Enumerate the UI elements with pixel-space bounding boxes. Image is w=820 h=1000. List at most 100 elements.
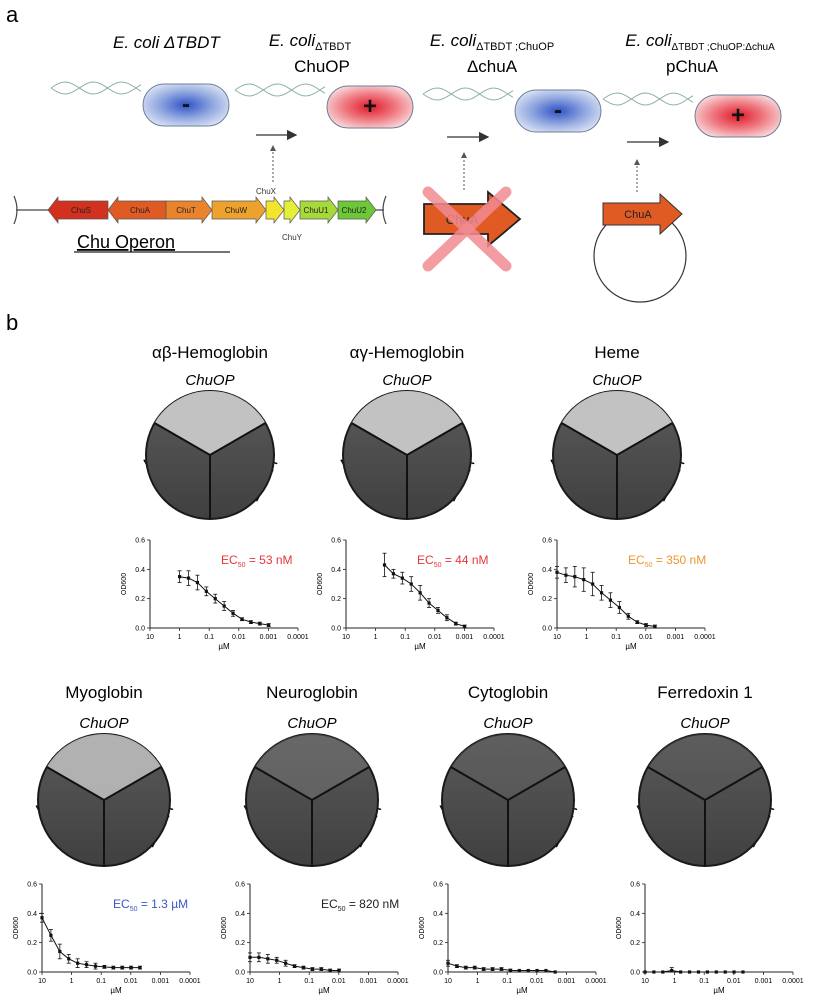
data-point — [652, 970, 656, 974]
x-axis-label: µM — [713, 986, 725, 995]
strain-4-sub: ΔTBDT ;ChuOP:ΔchuA — [672, 42, 776, 53]
strain-1-name: E. coli ΔTBDT — [113, 33, 221, 52]
data-point — [526, 968, 530, 973]
x-tick-label: 10 — [38, 978, 46, 985]
data-point — [49, 933, 53, 937]
data-point — [249, 620, 253, 624]
data-point — [258, 622, 262, 626]
assay-title: Myoglobin — [65, 683, 143, 702]
x-axis-label: µM — [516, 986, 528, 995]
data-point — [723, 970, 727, 974]
bacterium-2: + — [234, 83, 414, 129]
data-point — [418, 591, 422, 595]
y-tick-label: 0.0 — [235, 970, 245, 977]
data-point — [195, 580, 200, 585]
data-point — [696, 970, 701, 974]
data-point — [499, 967, 504, 971]
gene-chuu1-arrow-icon — [299, 195, 339, 225]
y-tick-label: 0.0 — [630, 970, 640, 977]
bacterium-sign: + — [731, 102, 745, 129]
plate-label-top: ChuOP — [680, 715, 729, 732]
y-axis-label: OD600 — [221, 917, 228, 939]
gene-label: ChuU1 — [304, 206, 329, 215]
panel-b-7: Ferredoxin 1ChuOPΔTBDTΔchuA0.00.20.40.61… — [616, 683, 804, 995]
data-point — [445, 616, 449, 620]
data-point — [741, 970, 745, 974]
y-tick-label: 0.4 — [542, 567, 552, 574]
ec50-label: EC — [628, 553, 645, 567]
y-tick-label: 0.0 — [331, 626, 341, 633]
x-tick-label: 10 — [641, 978, 649, 985]
x-tick-label: 0.01 — [639, 634, 653, 641]
plate-divider — [647, 766, 706, 801]
x-tick-label: 0.0001 — [782, 978, 804, 985]
strain-title-3: E. coliΔTBDT ;ChuOP ΔchuA — [430, 31, 554, 76]
ec50-sub: 50 — [434, 562, 442, 569]
x-tick-label: 0.1 — [502, 978, 512, 985]
data-point — [714, 970, 718, 974]
y-tick-label: 0.2 — [135, 596, 145, 603]
x-tick-label: 0.01 — [727, 978, 741, 985]
fit-curve — [41, 917, 140, 969]
bacterium-3: - — [422, 87, 602, 133]
gene-chuu2-arrow-icon — [337, 195, 377, 225]
data-point — [248, 955, 252, 959]
data-point — [573, 575, 577, 579]
data-point — [111, 966, 115, 970]
x-tick-label: 0.1 — [96, 978, 106, 985]
data-point — [93, 964, 98, 968]
data-point — [635, 620, 639, 624]
plate-divider — [704, 766, 763, 801]
x-tick-label: 0.0001 — [179, 978, 201, 985]
flagellum-icon — [50, 81, 142, 95]
gene-label: ChuU2 — [342, 206, 367, 215]
plasmid-gene-arrow-icon — [602, 192, 683, 236]
y-tick-label: 0.4 — [433, 911, 443, 918]
ec50-annotation: EC50 = 44 nM — [417, 553, 489, 569]
data-point — [482, 967, 486, 971]
plate-divider — [561, 422, 618, 456]
bacterial-growth-sector — [351, 391, 463, 456]
x-tick-label: 0.1 — [304, 978, 314, 985]
svg-text:E. coliΔTBDT: E. coliΔTBDT — [269, 31, 352, 53]
y-axis-label: OD600 — [528, 573, 535, 595]
ec50-sub: 50 — [238, 562, 246, 569]
plate-divider — [406, 422, 463, 456]
data-point — [292, 964, 297, 968]
ec50-label: EC — [321, 897, 338, 911]
ec50-annotation: EC50 = 53 nM — [221, 553, 292, 569]
x-tick-label: 10 — [553, 634, 561, 641]
data-point — [564, 573, 568, 577]
data-point — [120, 966, 124, 970]
y-axis-label: OD600 — [121, 573, 128, 595]
data-point — [661, 970, 665, 974]
data-point — [617, 605, 621, 610]
deleted-chua: ChuA — [422, 186, 522, 272]
y-tick-label: 0.4 — [135, 567, 145, 574]
strain-title-4: E. coliΔTBDT ;ChuOP:ΔchuA pChuA — [625, 31, 775, 76]
data-point — [427, 601, 431, 605]
data-point — [446, 961, 450, 965]
bacterial-growth-sector — [647, 734, 763, 801]
flagellum-icon — [602, 92, 694, 106]
panel-b-5: NeuroglobinChuOPΔTBDTΔchuA0.00.20.40.610… — [221, 683, 409, 995]
plate-divider — [351, 422, 408, 456]
x-tick-label: 0.001 — [260, 634, 278, 641]
data-point — [400, 576, 404, 580]
cross-out-icon-2 — [422, 186, 512, 272]
gene-chuw-arrow-icon — [211, 195, 267, 225]
y-axis-label: OD600 — [13, 917, 20, 939]
gene-label: ChuA — [130, 206, 151, 215]
gene-label: ChuT — [176, 206, 196, 215]
bacterium-positive-icon — [694, 94, 782, 138]
bacterial-growth-sector — [46, 734, 162, 801]
plate-label-top: ChuOP — [592, 372, 641, 389]
plate-divider — [311, 766, 370, 801]
data-point — [608, 598, 613, 602]
x-axis-label: µM — [625, 642, 637, 651]
assay-title: αγ-Hemoglobin — [350, 343, 465, 362]
x-tick-label: 0.001 — [667, 634, 685, 641]
